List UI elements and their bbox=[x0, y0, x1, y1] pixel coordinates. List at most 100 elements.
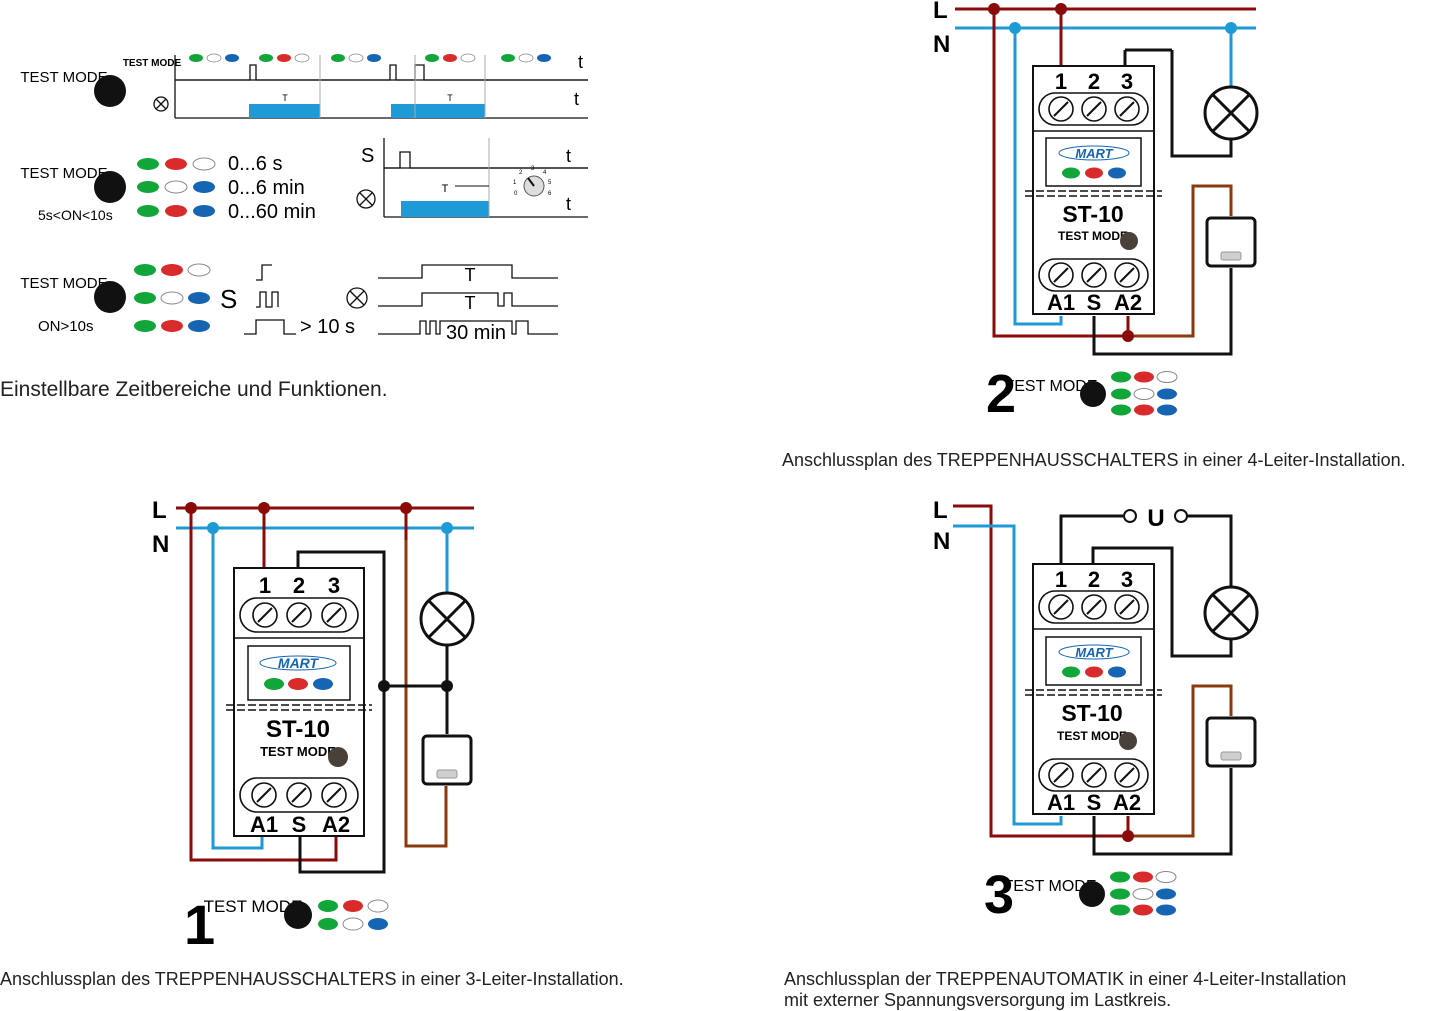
range-1: 0...6 min bbox=[228, 177, 305, 199]
model-label: ST-10 bbox=[1062, 201, 1123, 227]
svg-text:A1: A1 bbox=[1047, 790, 1075, 815]
brand-logo: MART bbox=[1075, 645, 1113, 660]
module-test-label: TEST MODE bbox=[1057, 729, 1127, 743]
svg-text:A1: A1 bbox=[1047, 290, 1075, 315]
caption-diagram3-line2: mit externer Spannungsversorgung im Last… bbox=[784, 990, 1172, 1010]
test-mode-button-icon bbox=[94, 75, 126, 107]
svg-text:0: 0 bbox=[514, 191, 518, 197]
led-sequence-row1 bbox=[189, 53, 551, 63]
row3-test-label: TEST MODE bbox=[20, 275, 107, 292]
L-label: L bbox=[152, 497, 167, 524]
svg-text:A1: A1 bbox=[250, 812, 278, 837]
caption-diagram2: Anschlussplan des TREPPENHAUSSCHALTERS i… bbox=[782, 450, 1406, 470]
range-0: 0...6 s bbox=[228, 153, 282, 175]
lamp-symbol-row2 bbox=[356, 189, 376, 209]
led-functions bbox=[134, 263, 211, 332]
t-label: t bbox=[566, 194, 571, 214]
svg-text:S: S bbox=[292, 812, 307, 837]
test-mode-button-icon bbox=[1079, 881, 1105, 907]
test-mode-button-icon bbox=[1080, 381, 1106, 407]
lamp-icon bbox=[419, 591, 475, 647]
svg-text:S: S bbox=[1087, 290, 1102, 315]
svg-text:2: 2 bbox=[1088, 69, 1100, 94]
module-test-label: TEST MODE bbox=[260, 744, 336, 759]
module-test-label: TEST MODE bbox=[1058, 229, 1128, 243]
diagram-number: 3 bbox=[984, 865, 1014, 925]
T-label: T bbox=[465, 293, 476, 313]
test-mode-button-icon bbox=[94, 171, 126, 203]
model-label: ST-10 bbox=[1061, 700, 1122, 726]
diagram-1: L N 1 2 3 bbox=[152, 497, 475, 956]
svg-text:2: 2 bbox=[1088, 567, 1100, 592]
timer-bar bbox=[391, 104, 485, 118]
st10-module: 1 2 3 MART ST-10 TEST MODE A1 S A2 bbox=[226, 567, 372, 837]
s-axis-label: S bbox=[361, 145, 374, 167]
diagram2-test-label: TEST MODE bbox=[1004, 378, 1097, 395]
diagram-number: 1 bbox=[184, 893, 215, 956]
L-label: L bbox=[933, 0, 948, 24]
diagram3-test-label: TEST MODE bbox=[1003, 878, 1096, 895]
svg-text:1: 1 bbox=[1055, 69, 1067, 94]
timing-section: TEST MODE TEST MODE t t T T bbox=[20, 52, 588, 344]
svg-text:3: 3 bbox=[531, 166, 535, 172]
test-mode-button-icon bbox=[328, 747, 348, 767]
N-label: N bbox=[933, 528, 950, 555]
t-label: t bbox=[566, 146, 571, 166]
led-ranges bbox=[137, 157, 216, 217]
test-mode-button-icon bbox=[94, 281, 126, 313]
push-button-icon bbox=[421, 734, 473, 786]
N-label: N bbox=[152, 531, 169, 558]
lamp-icon bbox=[1203, 585, 1259, 641]
diagram-3: L N U 1 2 3 MART ST- bbox=[933, 497, 1259, 925]
lamp-icon bbox=[1203, 85, 1259, 141]
row1-test-label: TEST MODE bbox=[20, 69, 107, 86]
model-label: ST-10 bbox=[266, 716, 330, 743]
L-label: L bbox=[933, 497, 948, 524]
T-label: T bbox=[465, 265, 476, 285]
svg-text:3: 3 bbox=[1121, 69, 1133, 94]
svg-text:2: 2 bbox=[293, 573, 305, 598]
time-dial-icon: 0 1 2 3 4 5 6 bbox=[513, 166, 552, 197]
diagram-number: 2 bbox=[986, 364, 1016, 424]
push-button-icon bbox=[1205, 216, 1257, 268]
timer-bar bbox=[401, 201, 489, 217]
row1-test-mode-label: TEST MODE bbox=[20, 69, 107, 86]
svg-text:1: 1 bbox=[513, 180, 517, 186]
row1-t-top: t bbox=[578, 52, 583, 72]
st10-module: 1 2 3 MART ST-10 TEST MODE A1 S A2 bbox=[1025, 563, 1162, 815]
row2-test-label: TEST MODE bbox=[20, 165, 107, 182]
range-2: 0...60 min bbox=[228, 201, 316, 223]
T-label: T bbox=[442, 183, 449, 195]
svg-text:1: 1 bbox=[1055, 567, 1067, 592]
caption-diagram3-line1: Anschlussplan der TREPPENAUTOMATIK in ei… bbox=[784, 969, 1347, 989]
svg-text:3: 3 bbox=[328, 573, 340, 598]
test-mode-button-icon bbox=[1119, 732, 1137, 750]
lamp-symbol-row3 bbox=[346, 287, 368, 309]
diagram1-test-label: TEST MODE bbox=[204, 897, 303, 916]
caption-functions: Einstellbare Zeitbereiche und Funktionen… bbox=[0, 378, 388, 401]
lamp-symbol-row1 bbox=[153, 96, 169, 112]
pulse-label: > 10 s bbox=[300, 316, 355, 338]
timer-bar bbox=[249, 104, 320, 118]
row1-t-bottom: t bbox=[574, 89, 579, 109]
on-condition-1: 5s<ON<10s bbox=[38, 207, 113, 223]
on-condition-2: ON>10s bbox=[38, 318, 93, 335]
row1-small-test-label: TEST MODE bbox=[123, 58, 182, 69]
svg-text:3: 3 bbox=[1121, 567, 1133, 592]
s-label-row3: S bbox=[220, 284, 237, 314]
svg-text:4: 4 bbox=[543, 170, 547, 176]
T-label: T bbox=[447, 93, 453, 103]
svg-text:6: 6 bbox=[548, 191, 552, 197]
U-label: U bbox=[1147, 505, 1164, 532]
svg-text:A2: A2 bbox=[1113, 790, 1141, 815]
T-label: T bbox=[282, 93, 288, 103]
svg-text:S: S bbox=[1087, 790, 1102, 815]
test-mode-button-icon bbox=[1120, 232, 1138, 250]
st10-module: 1 2 3 MART ST-10 TEST MODE A1 S A2 bbox=[1025, 65, 1162, 315]
brand-logo: MART bbox=[1075, 146, 1113, 161]
svg-text:5: 5 bbox=[548, 180, 552, 186]
caption-diagram1: Anschlussplan des TREPPENHAUSSCHALTERS i… bbox=[0, 969, 624, 989]
test-mode-button-icon bbox=[284, 901, 312, 929]
long-label: 30 min bbox=[446, 322, 506, 344]
